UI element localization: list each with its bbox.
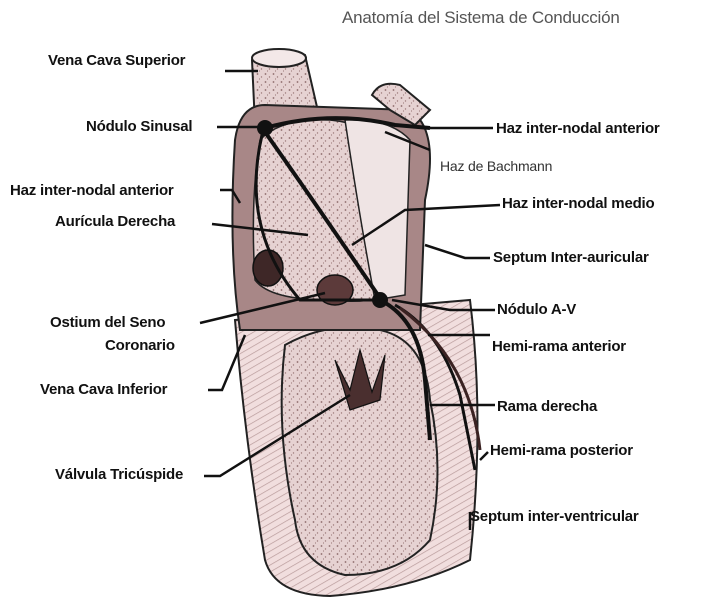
leader-hemi-posterior (480, 452, 488, 460)
label-haz-bachmann: Haz de Bachmann (440, 158, 552, 174)
sinus-node (257, 120, 273, 136)
leader-septum-interauricular (425, 245, 490, 258)
label-septum-interventricular: Septum inter-ventricular (470, 508, 639, 525)
label-valvula-tricuspide: Válvula Tricúspide (55, 466, 183, 483)
label-vena-cava-superior: Vena Cava Superior (48, 52, 185, 69)
label-auricula-derecha: Aurícula Derecha (55, 213, 175, 230)
label-hemi-rama-posterior: Hemi-rama posterior (490, 442, 633, 459)
label-ostium-line1: Ostium del Seno (50, 314, 165, 331)
label-rama-derecha: Rama derecha (497, 398, 597, 415)
label-haz-internodal-anterior-left: Haz inter-nodal anterior (10, 182, 174, 199)
diagram-title: Anatomía del Sistema de Conducción (342, 8, 620, 28)
label-nodulo-sinusal: Nódulo Sinusal (86, 118, 192, 135)
label-haz-internodal-anterior-right: Haz inter-nodal anterior (496, 120, 660, 137)
label-vena-cava-inferior: Vena Cava Inferior (40, 381, 167, 398)
label-ostium-line2: Coronario (105, 337, 175, 354)
label-nodulo-av: Nódulo A-V (497, 301, 576, 318)
label-hemi-rama-anterior: Hemi-rama anterior (492, 338, 626, 355)
label-haz-internodal-medio: Haz inter-nodal medio (502, 195, 654, 212)
label-septum-interauricular: Septum Inter-auricular (493, 249, 649, 266)
